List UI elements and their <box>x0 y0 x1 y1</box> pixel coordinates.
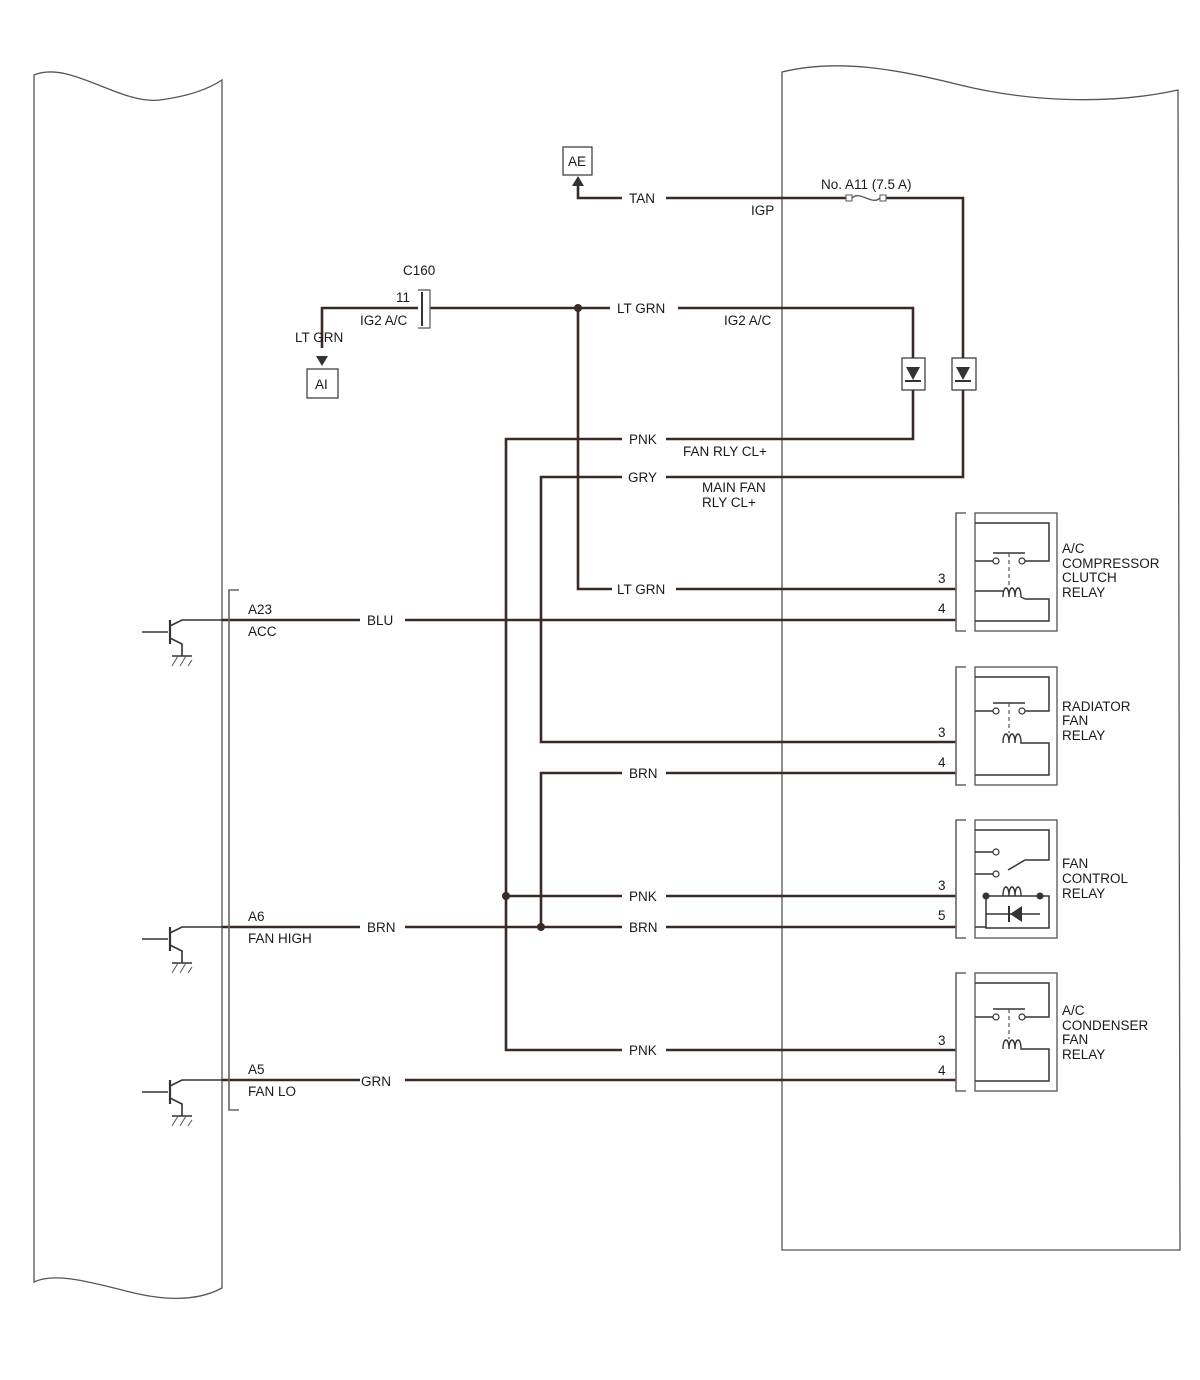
relay-radiator-fan-name-2: FAN <box>1062 713 1088 728</box>
main-fan-line1-label: MAIN FAN <box>702 480 766 495</box>
relay-ac-condenser-pin4: 4 <box>938 1063 946 1078</box>
wire-brn-radiator-label: BRN <box>629 766 658 781</box>
fuse-label: No. A11 (7.5 A) <box>821 177 912 192</box>
relay-ac-compressor-icon <box>955 512 1058 632</box>
relay-ac-condenser-name-4: RELAY <box>1062 1047 1105 1062</box>
transistor-fan-lo-icon <box>142 1079 222 1127</box>
relay-ac-condenser-name-2: CONDENSER <box>1062 1018 1149 1033</box>
transistor-fan-high-icon <box>142 926 222 974</box>
relay-ac-compressor-name-3: CLUTCH <box>1062 570 1117 585</box>
relay-box-outline <box>781 65 1181 1251</box>
relay-fan-control-name-1: FAN <box>1062 856 1088 871</box>
ai-connector-box <box>306 356 339 399</box>
relay-radiator-fan-pin3: 3 <box>938 725 946 740</box>
ecm-pin-fan-lo-label: FAN LO <box>248 1084 296 1099</box>
wire-tan-label: TAN <box>629 191 655 206</box>
c160-pin-label: 11 <box>396 290 410 305</box>
transistor-acc-icon <box>142 619 222 667</box>
fuse-a11-icon <box>845 194 887 202</box>
diode-fan-rly-icon <box>901 357 926 391</box>
ae-label: AE <box>568 154 586 169</box>
wire-pnk-condenser-label: PNK <box>629 1043 657 1058</box>
wire-blu-label: BLU <box>367 613 393 628</box>
wire-gry-label: GRY <box>628 470 657 485</box>
relay-fan-control-name-2: CONTROL <box>1062 871 1128 886</box>
relay-fan-control-pin5: 5 <box>938 908 946 923</box>
igp-label: IGP <box>751 203 774 218</box>
relay-ac-compressor-pin3: 3 <box>938 571 946 586</box>
fan-rly-cl-label: FAN RLY CL+ <box>683 444 767 459</box>
ecm-module-outline <box>33 71 223 1300</box>
relay-radiator-fan-icon <box>955 666 1058 786</box>
main-fan-line2-label: RLY CL+ <box>702 495 756 510</box>
ecm-pin-fan-high-label: FAN HIGH <box>248 931 312 946</box>
relay-radiator-fan-name-3: RELAY <box>1062 728 1105 743</box>
wire-lt-grn-left-label: LT GRN <box>295 330 343 345</box>
relay-ac-condenser-pin3: 3 <box>938 1033 946 1048</box>
c160-connector-icon <box>418 289 431 329</box>
ecm-pin-a6-label: A6 <box>248 909 265 924</box>
ai-label: AI <box>315 377 328 392</box>
relay-fan-control-name-3: RELAY <box>1062 886 1105 901</box>
c160-label: C160 <box>403 263 435 278</box>
relay-radiator-fan-name-1: RADIATOR <box>1062 699 1131 714</box>
ecm-pin-a5-label: A5 <box>248 1062 265 1077</box>
wire-pnk-fan-control-label: PNK <box>629 889 657 904</box>
relay-ac-condenser-name-3: FAN <box>1062 1032 1088 1047</box>
relay-ac-condenser-icon <box>955 972 1058 1092</box>
relay-ac-condenser-name-1: A/C <box>1062 1003 1085 1018</box>
wires <box>222 183 965 1082</box>
wire-brn-left-label: BRN <box>367 920 396 935</box>
relay-fan-control-pin3: 3 <box>938 878 946 893</box>
ig2-ac-left-label: IG2 A/C <box>360 313 408 328</box>
wire-lt-grn-top-label: LT GRN <box>617 301 665 316</box>
diode-main-fan-rly-icon <box>951 357 977 391</box>
ecm-pin-acc-label: ACC <box>248 624 277 639</box>
relay-ac-compressor-name-4: RELAY <box>1062 585 1105 600</box>
relay-ac-compressor-name-1: A/C <box>1062 541 1085 556</box>
labels: AE AI C160 11 TAN IGP No. A11 (7.5 A) IG… <box>248 154 1160 1099</box>
ig2-ac-right-label: IG2 A/C <box>724 313 772 328</box>
ecm-pin-a23-label: A23 <box>248 602 272 617</box>
ae-connector-box <box>562 146 593 186</box>
wire-brn-right-label: BRN <box>629 920 658 935</box>
wire-pnk-top-label: PNK <box>629 432 657 447</box>
wire-lt-grn-relay-label: LT GRN <box>617 582 665 597</box>
relay-radiator-fan-pin4: 4 <box>938 755 946 770</box>
relay-ac-compressor-pin4: 4 <box>938 601 946 616</box>
ecm-pin-connector <box>228 589 239 1111</box>
relay-fan-control-icon <box>955 819 1058 939</box>
relay-ac-compressor-name-2: COMPRESSOR <box>1062 556 1160 571</box>
wire-grn-label: GRN <box>361 1074 391 1089</box>
